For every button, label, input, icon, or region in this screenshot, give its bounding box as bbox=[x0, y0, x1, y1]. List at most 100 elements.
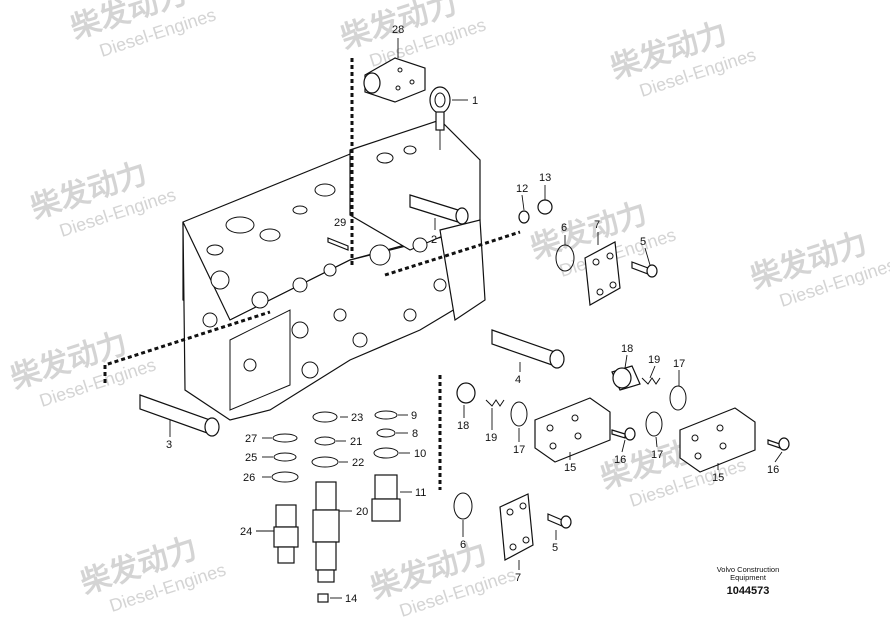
callout-13: 13 bbox=[539, 172, 551, 184]
port-hole bbox=[210, 270, 230, 290]
port-hole bbox=[292, 277, 308, 293]
callout-6-lower: 6 bbox=[460, 539, 466, 551]
bolt-hole bbox=[549, 442, 557, 450]
cartridge-middle bbox=[273, 526, 299, 548]
plug-face bbox=[456, 382, 476, 404]
screw-shank bbox=[547, 513, 563, 527]
callout-7: 7 bbox=[594, 219, 600, 231]
callout-6: 6 bbox=[561, 222, 567, 234]
solenoid-body bbox=[364, 57, 426, 103]
screw-head bbox=[560, 515, 572, 529]
callout-16: 16 bbox=[614, 454, 626, 466]
part-3-long-bolt bbox=[139, 394, 220, 437]
maker-line-1: Volvo Construction bbox=[717, 565, 780, 574]
callout-29: 29 bbox=[334, 217, 346, 229]
leader-line bbox=[624, 354, 628, 369]
port-hole bbox=[352, 332, 368, 348]
callout-18-lower: 18 bbox=[457, 420, 469, 432]
part-23-o-ring bbox=[312, 411, 338, 423]
eye-bolt-shank bbox=[435, 111, 445, 131]
screw-head bbox=[778, 437, 790, 451]
bolt-hole bbox=[606, 252, 614, 260]
part-17-o-ring-lower bbox=[510, 401, 528, 427]
valve-block-recess bbox=[229, 309, 291, 411]
part-11-valve bbox=[371, 474, 401, 522]
screw-shank bbox=[631, 261, 649, 275]
bolt-hole bbox=[397, 67, 403, 73]
long-bolt-shank bbox=[139, 394, 211, 435]
callout-27: 27 bbox=[245, 433, 257, 445]
watermark-tile: 柴发动力 Diesel-Engines bbox=[67, 0, 218, 61]
part-10-o-ring bbox=[373, 447, 399, 459]
part-27-o-ring bbox=[272, 433, 298, 443]
long-bolt-shank bbox=[491, 329, 556, 367]
port-hole bbox=[314, 183, 336, 197]
part-7-cover-plate-lower bbox=[499, 493, 534, 561]
part-18-plug-lower bbox=[456, 382, 476, 404]
bolt-hole bbox=[574, 432, 582, 440]
port-hole bbox=[333, 308, 347, 322]
callout-9: 9 bbox=[411, 410, 417, 422]
cartridge-lower bbox=[277, 546, 295, 564]
leader-line bbox=[521, 194, 525, 211]
watermark-tile: 柴发动力 Diesel-Engines bbox=[7, 327, 158, 411]
port-hole bbox=[403, 308, 417, 322]
callout-12: 12 bbox=[516, 183, 528, 195]
plug-face bbox=[612, 367, 632, 389]
callout-8: 8 bbox=[412, 428, 418, 440]
callout-15-right: 15 bbox=[712, 472, 724, 484]
solenoid-connector bbox=[363, 72, 381, 94]
bolt-hole bbox=[592, 258, 600, 266]
part-16-screw bbox=[611, 427, 636, 441]
cover-plate-body bbox=[499, 493, 534, 561]
part-9-o-ring bbox=[374, 410, 398, 420]
callout-5-lower: 5 bbox=[552, 542, 558, 554]
bolt-hole bbox=[719, 442, 727, 450]
plug-head bbox=[537, 199, 553, 215]
port-hole bbox=[259, 228, 281, 242]
callout-26: 26 bbox=[243, 472, 255, 484]
callout-5: 5 bbox=[640, 236, 646, 248]
bolt-hole bbox=[609, 281, 617, 289]
bolt-hole bbox=[596, 288, 604, 296]
port-hole bbox=[202, 312, 218, 328]
part-16-screw-right bbox=[767, 437, 790, 451]
part-15-cover-right bbox=[679, 407, 756, 473]
valve-middle bbox=[312, 509, 340, 543]
part-17-o-ring-right bbox=[645, 411, 663, 437]
leader-line bbox=[655, 436, 658, 448]
long-bolt-head bbox=[549, 349, 565, 369]
valve-top bbox=[315, 481, 337, 511]
leader-line bbox=[649, 365, 656, 379]
callout-7-lower: 7 bbox=[515, 572, 521, 584]
callout-22: 22 bbox=[352, 457, 364, 469]
callout-1: 1 bbox=[472, 95, 478, 107]
part-1-eye-bolt bbox=[429, 86, 451, 150]
assembly-line bbox=[384, 230, 521, 277]
leader-line bbox=[774, 451, 783, 463]
port-hole bbox=[206, 244, 224, 256]
callout-15: 15 bbox=[564, 462, 576, 474]
bolt-hole bbox=[509, 543, 517, 551]
maker-line-2: Equipment bbox=[730, 573, 767, 582]
callout-17: 17 bbox=[673, 358, 685, 370]
bolt-hole bbox=[571, 414, 579, 422]
bolt-head bbox=[455, 207, 469, 225]
callout-14: 14 bbox=[345, 593, 357, 605]
watermark-tile: 柴发动力 Diesel-Engines bbox=[747, 227, 890, 311]
part-14-plug bbox=[317, 593, 329, 603]
bolt-hole bbox=[409, 79, 415, 85]
callout-19-lower: 19 bbox=[485, 432, 497, 444]
leader-line bbox=[644, 247, 651, 266]
watermark-tile: 柴发动力 Diesel-Engines bbox=[27, 157, 178, 241]
screw-shank bbox=[611, 429, 626, 439]
callout-17-lower: 17 bbox=[513, 444, 525, 456]
watermark-tile: 柴发动力 Diesel-Engines bbox=[77, 532, 228, 616]
callout-2: 2 bbox=[431, 234, 437, 246]
callout-4: 4 bbox=[515, 374, 521, 386]
port-hole bbox=[323, 263, 337, 277]
part-20-relief-valve bbox=[312, 481, 340, 583]
bolt-hole bbox=[395, 85, 401, 91]
part-5-screw-lower bbox=[547, 513, 572, 529]
